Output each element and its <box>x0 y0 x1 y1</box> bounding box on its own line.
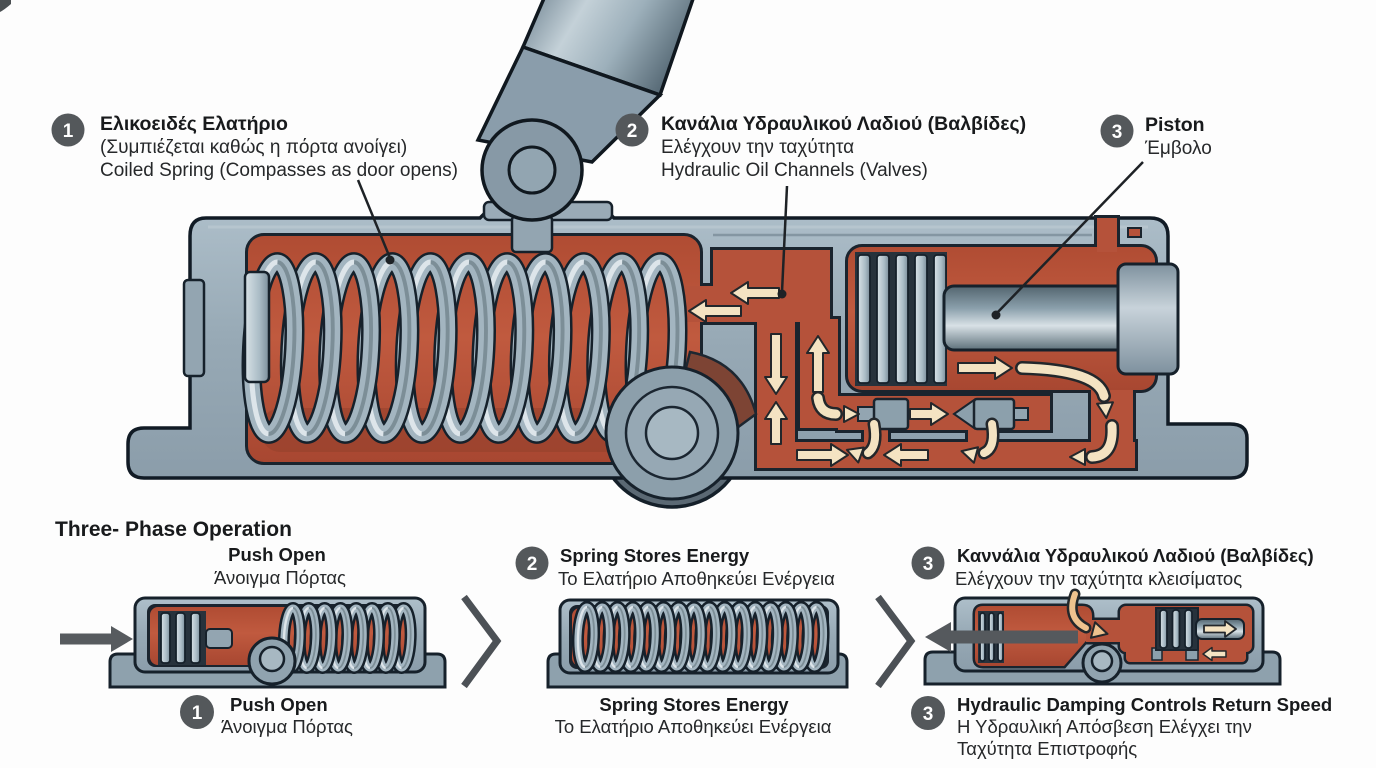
leader-lines <box>356 161 1144 315</box>
callout-1-sub2: Coiled Spring (Compasses as door opens) <box>100 160 458 181</box>
main-diagram <box>126 0 1249 509</box>
phase-1-bottom-title: Push Open <box>230 694 328 715</box>
callout-3-number: 3 <box>1112 122 1123 143</box>
oil-flow-arrows <box>688 281 1120 467</box>
phase-3: 3 Καννάλια Υδραυλικού Λαδιού (Βαλβίδες) … <box>911 545 1332 759</box>
phase-1-number: 1 <box>192 703 203 724</box>
pivot-pin <box>507 145 557 195</box>
callout-2-sub1: Ελέγχουν την ταχύτητα <box>661 137 854 158</box>
callout-2-number: 2 <box>627 121 638 142</box>
phase-1: Push Open Άνοιγμα Πόρτας 1 Push Open Άνο… <box>60 544 447 737</box>
piston <box>855 252 1180 386</box>
left-boss <box>182 278 206 378</box>
callout-2-sub2: Hydraulic Oil Channels (Valves) <box>661 160 928 181</box>
phase-3-bottom-sub2: Ταχύτητα Επιστροφής <box>957 738 1137 759</box>
callout-3: 3 Piston Έμβολο <box>1100 114 1212 159</box>
phase-3-top-sub: Ελέγχουν την ταχύτητα κλεισίματος <box>955 568 1242 589</box>
cam-hub <box>644 405 700 461</box>
phase-2-top-sub: Το Ελατήριο Αποθηκεύει Ενέργεια <box>558 568 835 589</box>
phase-1-top-sub: Άνοιγμα Πόρτας <box>214 567 346 588</box>
callout-1-sub1: (Συμπιέζεται καθώς η πόρτα ανοίγει) <box>100 137 407 158</box>
phase-3-badge-bottom <box>911 696 945 730</box>
phase-3-number-top: 3 <box>923 554 934 575</box>
valve-1 <box>857 397 910 431</box>
phase-3-bottom-title: Hydraulic Damping Controls Return Speed <box>957 694 1332 715</box>
phase-2-top-title: Spring Stores Energy <box>560 545 750 566</box>
top-pipe <box>1097 218 1117 252</box>
phase-3-number-bottom: 3 <box>923 704 934 725</box>
callout-1-badge <box>51 113 85 147</box>
callout-3-sub1: Έμβολο <box>1144 138 1212 159</box>
phase-2-badge-top <box>515 546 549 580</box>
callout-3-title: Piston <box>1145 114 1205 136</box>
phase-2-bottom-sub: Το Ελατήριο Αποθηκεύει Ενέργεια <box>555 716 832 737</box>
phase-3-badge-top <box>911 546 945 580</box>
phase-2: 2 Spring Stores Energy Το Ελατήριο Αποθη… <box>515 545 849 737</box>
chevron-1 <box>461 594 502 689</box>
phase-2-diagram <box>546 598 849 689</box>
callout-3-badge <box>1100 114 1134 148</box>
phase-3-bottom-sub1: Η Υδραυλική Απόσβεση Ελέγχει την <box>957 716 1252 737</box>
phase-3-diagram <box>923 588 1282 686</box>
callout-1: 1 Ελικοειδές Ελατήριο (Συμπιέζεται καθώς… <box>51 113 458 181</box>
callout-2: 2 Κανάλια Υδραυλικού Λαδιού (Βαλβίδες) Ε… <box>615 113 1026 181</box>
lever-arm <box>475 0 695 254</box>
callout-2-title: Κανάλια Υδραυλικού Λαδιού (Βαλβίδες) <box>661 113 1026 135</box>
callout-1-number: 1 <box>63 121 74 142</box>
coiled-spring <box>241 252 688 444</box>
corner-mark <box>0 0 11 12</box>
phase-3-top-title: Καννάλια Υδραυλικού Λαδιού (Βαλβίδες) <box>957 545 1314 566</box>
phase-2-number-top: 2 <box>527 554 538 575</box>
piston-rod <box>942 284 1132 352</box>
cylinder-end-cap <box>1116 262 1180 376</box>
callout-2-badge <box>615 113 649 147</box>
phase-1-diagram <box>60 596 447 689</box>
section-title: Three- Phase Operation <box>55 518 292 541</box>
phase-2-bottom-title: Spring Stores Energy <box>599 694 789 715</box>
chevron-2 <box>875 594 916 689</box>
spring-seat-plate <box>243 270 271 384</box>
phase-1-top-title: Push Open <box>228 544 326 565</box>
callout-1-title: Ελικοειδές Ελατήριο <box>100 113 288 135</box>
phase-1-badge <box>180 695 214 729</box>
top-notch <box>1127 227 1142 238</box>
phase-1-bottom-sub: Άνοιγμα Πόρτας <box>221 716 353 737</box>
